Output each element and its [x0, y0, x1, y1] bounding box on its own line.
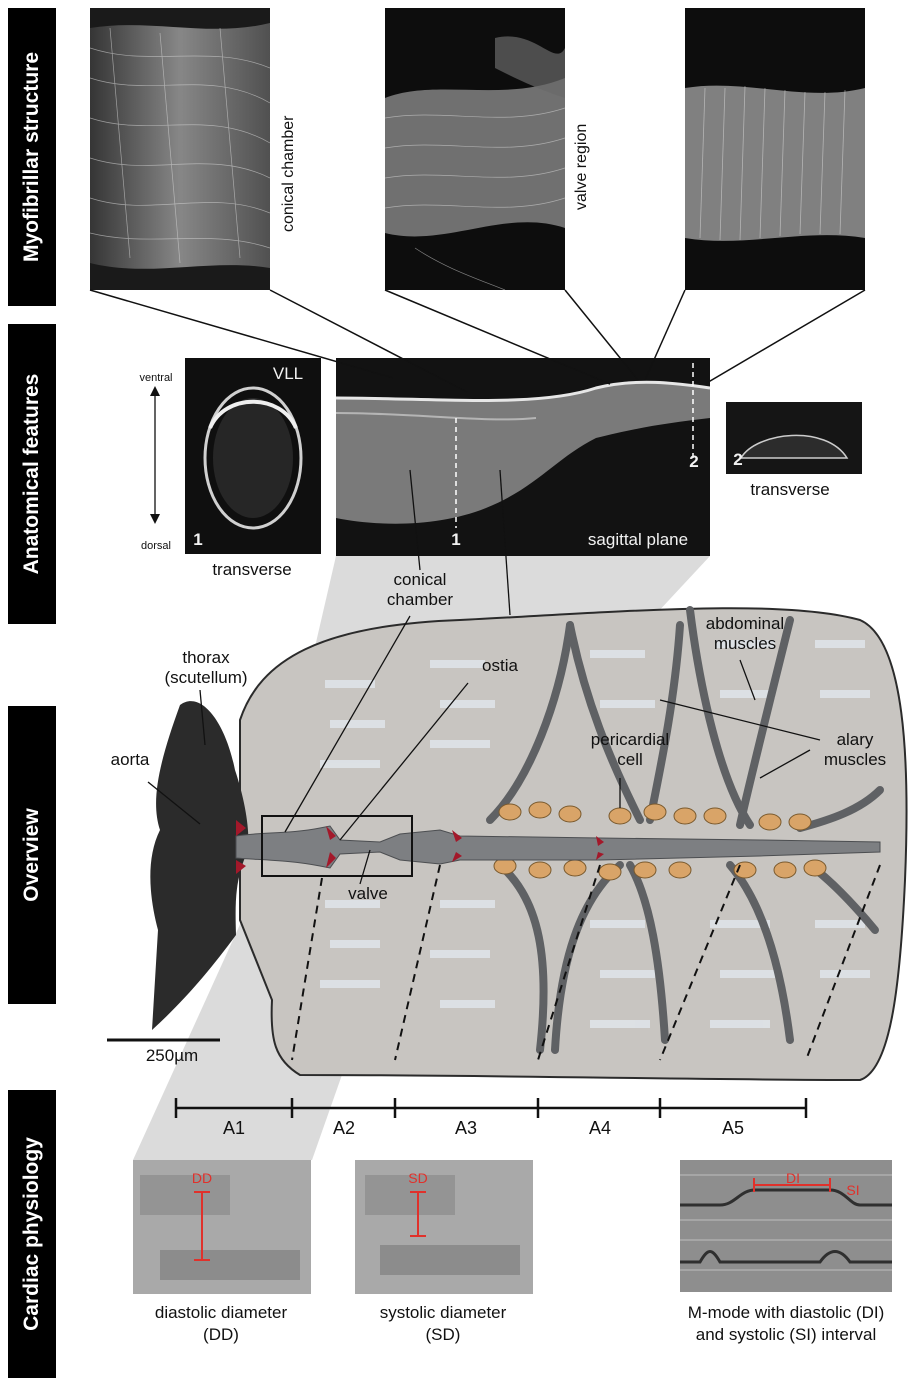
micrograph-transverse-1 — [185, 358, 321, 554]
segment-label-a3: A3 — [446, 1118, 486, 1138]
segment-label-a1: A1 — [214, 1118, 254, 1138]
label-dorsal: dorsal — [136, 536, 176, 556]
section-label-overview: Overview — [8, 706, 56, 1004]
label-conical-chamber: conical chamber — [375, 570, 465, 610]
segment-ruler — [176, 1098, 806, 1118]
label-section-1-sagittal: 1 — [446, 530, 466, 550]
section-label-anatomical: Anatomical features — [8, 324, 56, 624]
segment-label-a4: A4 — [580, 1118, 620, 1138]
conical-chamber-box — [262, 816, 412, 876]
thorax-shape — [150, 701, 248, 1030]
alary-muscles — [490, 610, 880, 1050]
abdomen-outline — [240, 608, 907, 1080]
tag-dd: DD — [186, 1168, 218, 1188]
section-label-myofibrillar: Myofibrillar structure — [8, 8, 56, 306]
label-pericardial-cell: pericardial cell — [580, 730, 680, 770]
label-valve: valve — [338, 884, 398, 904]
tag-sd: SD — [402, 1168, 434, 1188]
label-vll: VLL — [268, 364, 308, 384]
caption-systolic: systolic diameter (SD) — [368, 1302, 518, 1346]
label-transverse-left: transverse — [192, 560, 312, 580]
label-section-2-sagittal: 2 — [684, 452, 704, 472]
section-label-text: Overview — [20, 808, 44, 901]
label-ventral: ventral — [136, 368, 176, 388]
caption-diastolic: diastolic diameter (DD) — [146, 1302, 296, 1346]
label-transverse-right: transverse — [730, 480, 850, 500]
section-label-text: Anatomical features — [20, 374, 44, 575]
section-label-text: Myofibrillar structure — [20, 52, 44, 262]
segment-label-a5: A5 — [713, 1118, 753, 1138]
caption-conical-chamber: conical chamber — [280, 116, 298, 233]
label-sagittal-plane: sagittal plane — [570, 530, 706, 550]
label-aorta: aorta — [100, 750, 160, 770]
tag-di: DI — [778, 1168, 808, 1188]
caption-mmode: M-mode with diastolic (DI) and systolic … — [680, 1302, 892, 1346]
zoom-fan-sagittal — [262, 556, 710, 876]
label-section-1-transverse: 1 — [188, 530, 208, 550]
heart-tube — [236, 826, 880, 868]
section-label-text: Cardiac physiology — [20, 1137, 44, 1331]
micrograph-sagittal — [336, 358, 710, 556]
micrograph-posterior-heart — [685, 8, 865, 290]
micrograph-conical-chamber — [90, 8, 270, 290]
label-thorax: thorax (scutellum) — [164, 648, 248, 688]
segment-label-a2: A2 — [324, 1118, 364, 1138]
section-label-cardiac: Cardiac physiology — [8, 1090, 56, 1378]
label-ostia: ostia — [470, 656, 530, 676]
caption-valve-region: valve region — [573, 124, 591, 210]
label-section-2-transverse: 2 — [728, 450, 748, 470]
tag-si: SI — [838, 1180, 868, 1200]
pericardial-cells — [494, 802, 826, 880]
zoom-fan-cardiac — [133, 876, 412, 1160]
label-abdominal-muscles: abdominal muscles — [690, 614, 800, 654]
valves — [236, 820, 604, 874]
micrograph-diastolic — [133, 1160, 311, 1294]
micrograph-systolic — [355, 1160, 533, 1294]
micrograph-valve-region — [385, 8, 565, 290]
abdominal-muscle-stripes — [320, 640, 870, 1028]
label-alary-muscles: alary muscles — [820, 730, 890, 770]
label-scale-bar: 250µm — [132, 1046, 212, 1066]
